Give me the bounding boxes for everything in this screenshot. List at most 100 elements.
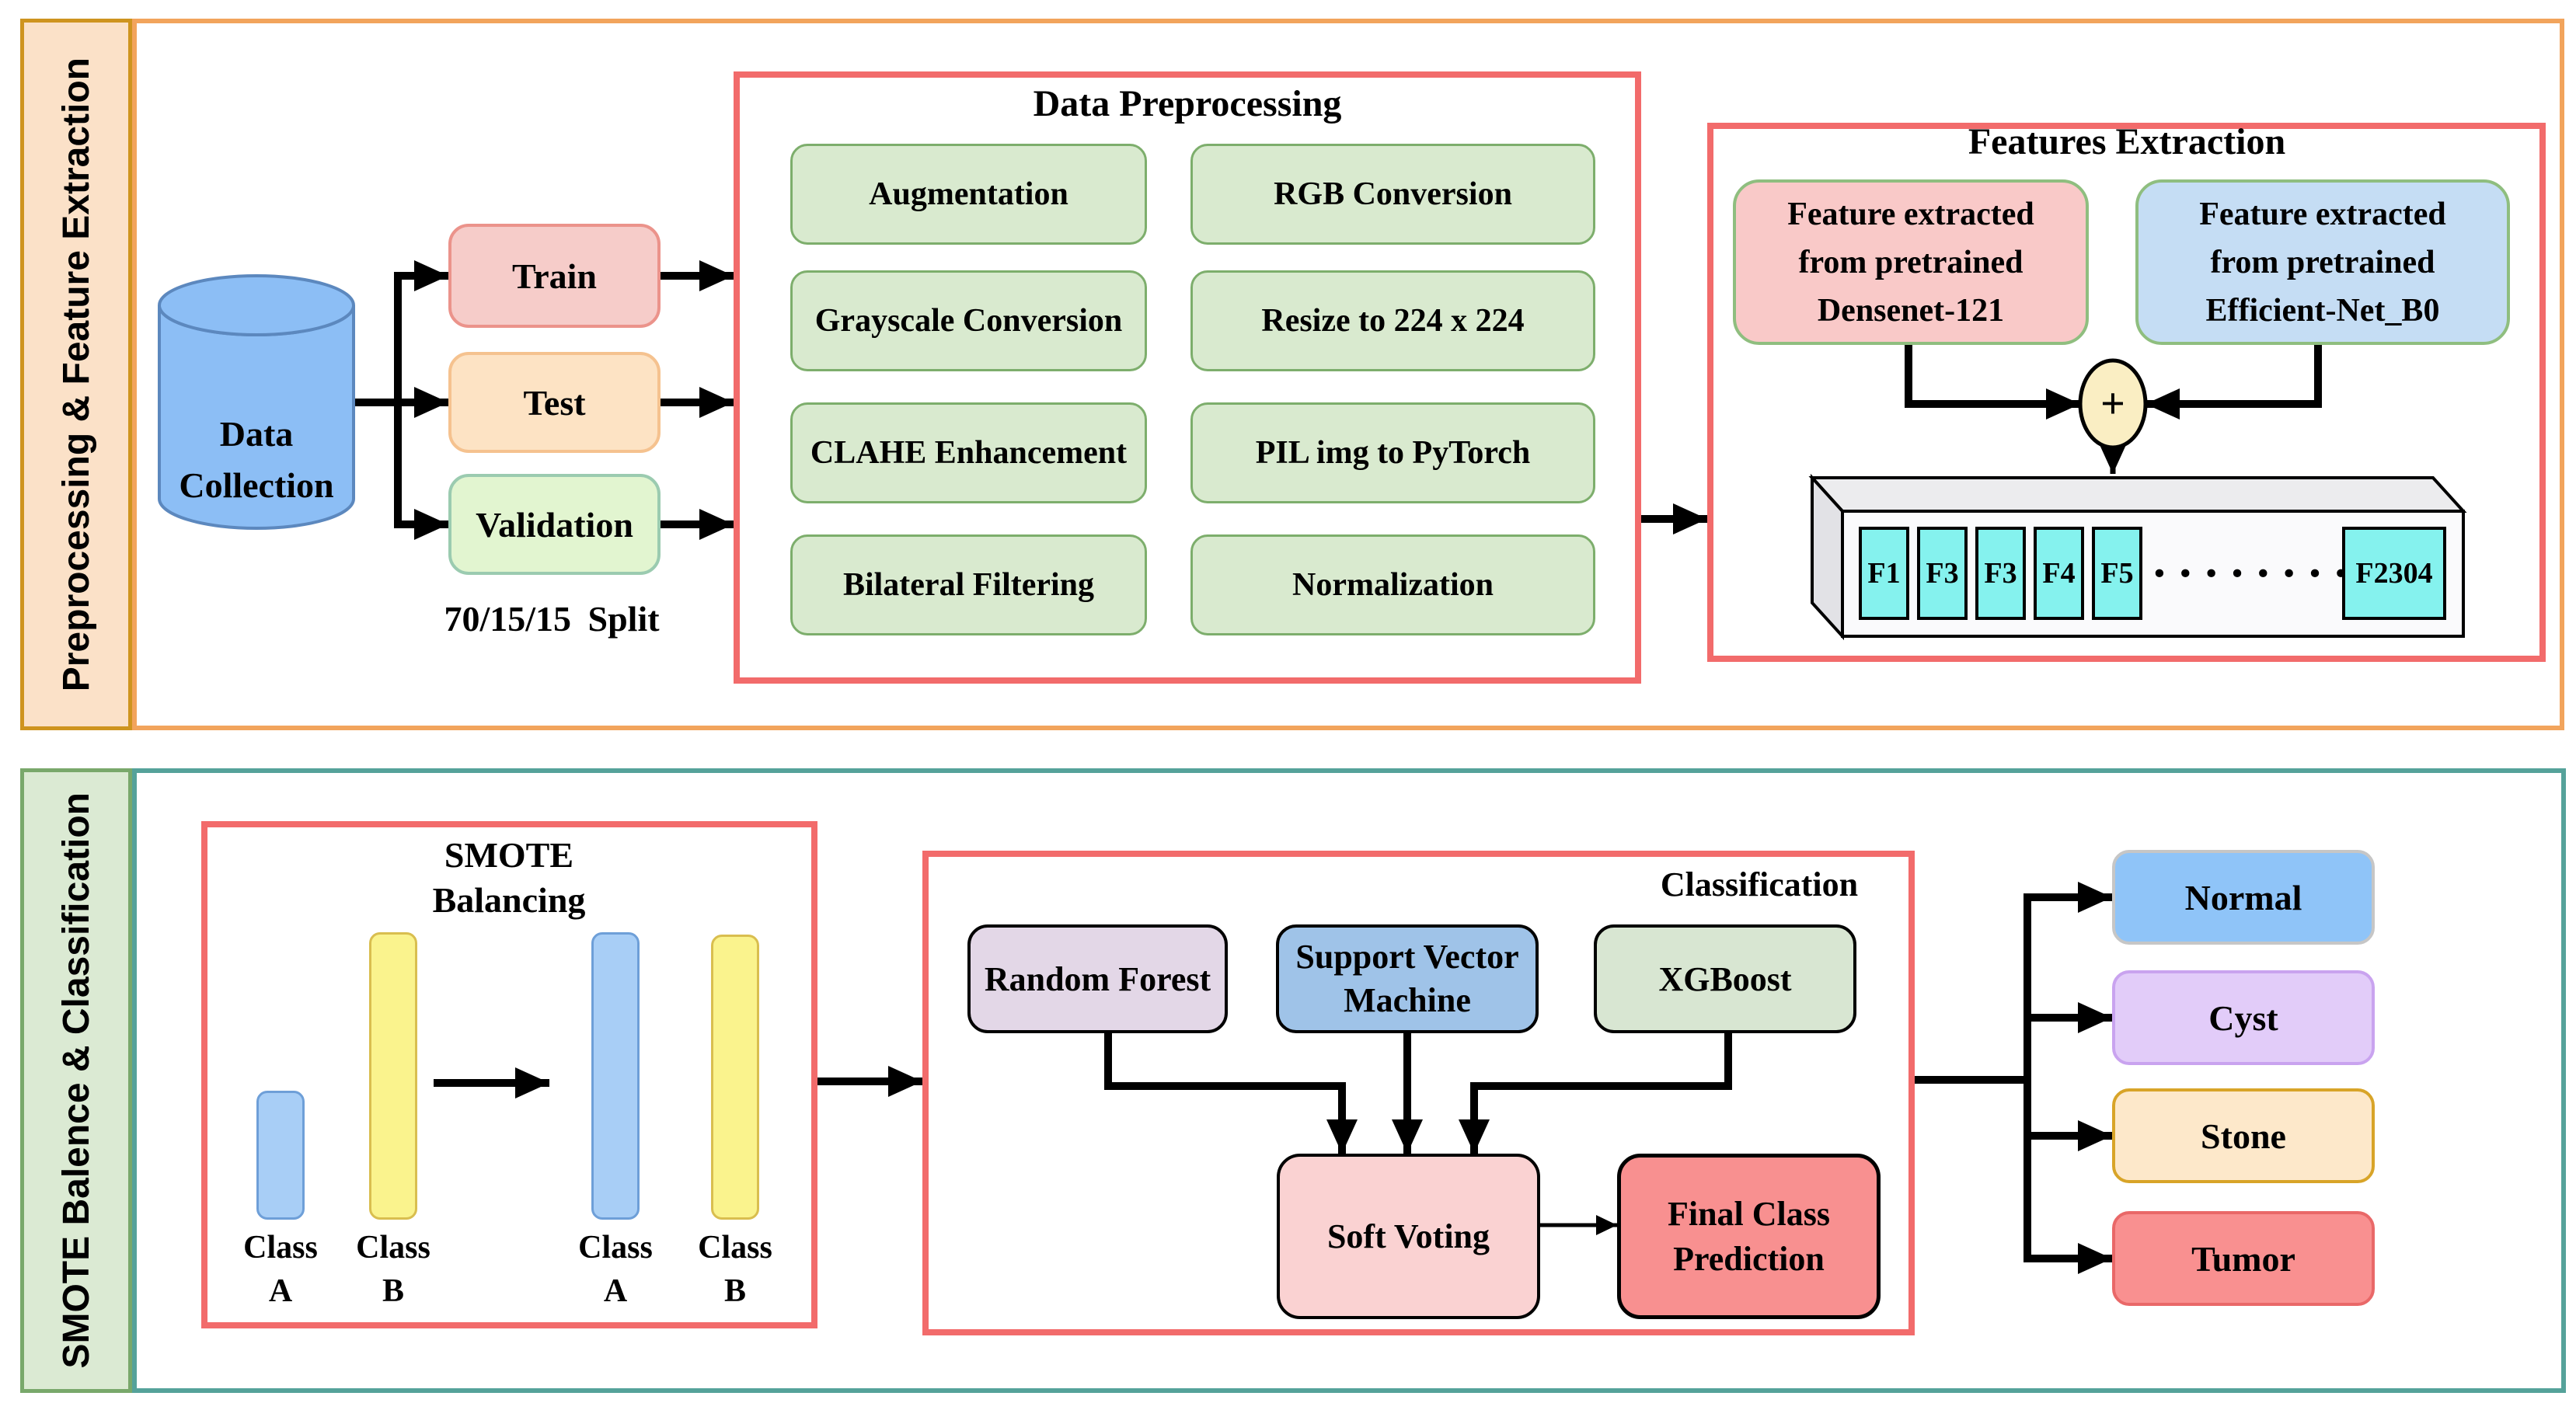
densenet-line2: from pretrained (1798, 244, 2024, 280)
efficientnet-line2: from pretrained (2210, 244, 2435, 280)
features-extraction-title: Features Extraction (1863, 120, 2391, 163)
plus-node-circle (2078, 358, 2148, 450)
test-box: Test (448, 352, 661, 453)
bar-class-a-after (591, 932, 640, 1220)
validation-box: Validation (448, 474, 661, 575)
features-extraction-title-text: Features Extraction (1968, 120, 2286, 162)
train-label: Train (511, 256, 598, 296)
efficientnet-line1: Feature extracted (2199, 196, 2446, 232)
densenet-line1: Feature extracted (1787, 196, 2034, 232)
plus-sign: + (2100, 380, 2125, 428)
smote-title-line2: Balancing (432, 880, 586, 920)
class-letter-b: B (723, 1273, 746, 1309)
top-section-sidebar: Preprocessing & Feature Extraction (20, 19, 132, 730)
xgboost-label: XGBoost (1658, 959, 1792, 998)
class-letter-b: B (382, 1273, 404, 1309)
step-normalization: Normalization (1190, 534, 1595, 635)
smote-title-line1: SMOTE (444, 835, 574, 875)
data-collection-line2: Collection (179, 465, 334, 505)
classification-title-text: Classification (1660, 865, 1859, 903)
step-normalization-label: Normalization (1292, 567, 1494, 603)
split-note: 70/15/15 Split (373, 597, 730, 640)
class-letter-a: A (603, 1273, 628, 1309)
densenet-line3: Densenet-121 (1817, 292, 2005, 329)
step-resize-label: Resize to 224 x 224 (1261, 303, 1525, 339)
class-word: Class (698, 1230, 772, 1266)
svm-line2: Machine (1344, 981, 1471, 1019)
output-normal-box: Normal (2112, 850, 2375, 945)
split-note-text: 70/15/15 Split (444, 598, 660, 639)
step-bilateral-label: Bilateral Filtering (842, 567, 1095, 603)
features-extraction-panel (1707, 123, 2546, 662)
random-forest-box: Random Forest (967, 924, 1228, 1033)
final-prediction-line2: Prediction (1673, 1239, 1825, 1278)
densenet-box: Feature extracted from pretrained Densen… (1733, 179, 2089, 345)
data-preprocessing-panel (734, 71, 1641, 684)
step-grayscale-label: Grayscale Conversion (814, 303, 1123, 339)
step-clahe: CLAHE Enhancement (790, 402, 1147, 503)
feature-vector-ellipsis: ········· (2142, 548, 2342, 598)
step-augmentation-label: Augmentation (869, 176, 1068, 212)
step-augmentation: Augmentation (790, 144, 1147, 245)
class-word: Class (243, 1230, 318, 1266)
step-grayscale: Grayscale Conversion (790, 270, 1147, 371)
bar-class-b-before (369, 932, 417, 1220)
step-resize: Resize to 224 x 224 (1190, 270, 1595, 371)
soft-voting-label: Soft Voting (1326, 1217, 1490, 1255)
efficientnet-box: Feature extracted from pretrained Effici… (2135, 179, 2510, 345)
smote-title: SMOTE Balancing (315, 833, 703, 923)
step-bilateral: Bilateral Filtering (790, 534, 1147, 635)
bar-label-class-b-after: Class B (677, 1226, 793, 1313)
feature-cell-f1: F1 (1859, 527, 1909, 620)
svm-line1: Support Vector (1295, 938, 1519, 976)
arrow-rf-to-voting (1104, 1033, 1358, 1154)
class-letter-a: A (268, 1273, 293, 1309)
feature-cell-f2304: F2304 (2342, 527, 2446, 620)
feature-cell-f4-label: F4 (2042, 557, 2076, 590)
feature-cell-f1-label: F1 (1867, 557, 1901, 590)
arrow-efficientnet-to-plus (2146, 345, 2322, 420)
data-preprocessing-title-text: Data Preprocessing (1033, 82, 1342, 124)
output-stone-box: Stone (2112, 1088, 2375, 1183)
test-label: Test (523, 382, 586, 423)
svm-box: Support Vector Machine (1276, 924, 1539, 1033)
output-cyst-box: Cyst (2112, 970, 2375, 1065)
database-cylinder-icon (158, 274, 355, 530)
final-prediction-line1: Final Class (1667, 1194, 1831, 1233)
validation-label: Validation (476, 504, 633, 545)
efficientnet-line3: Efficient-Net_B0 (2205, 292, 2440, 329)
output-cyst-label: Cyst (2208, 997, 2278, 1038)
bar-label-class-a-after: Class A (557, 1226, 674, 1313)
feature-cell-f3a-label: F3 (1926, 557, 1959, 590)
feature-cell-f3a: F3 (1917, 527, 1968, 620)
bottom-section-sidebar: SMOTE Balence & Classification (20, 768, 132, 1393)
bar-label-class-b-before: Class B (335, 1226, 451, 1313)
classification-title: Classification (1604, 865, 1915, 903)
random-forest-label: Random Forest (984, 959, 1211, 998)
class-word: Class (578, 1230, 653, 1266)
smote-panel (201, 821, 817, 1328)
final-prediction-box: Final Class Prediction (1617, 1154, 1881, 1319)
feature-cell-f5-label: F5 (2100, 557, 2134, 590)
arrow-densenet-to-plus (1905, 345, 2080, 420)
output-normal-label: Normal (2184, 877, 2302, 917)
data-collection-label: Data Collection (159, 406, 354, 514)
feature-cell-f3b: F3 (1975, 527, 2026, 620)
step-pil: PIL img to PyTorch (1190, 402, 1595, 503)
feature-cell-f5: F5 (2092, 527, 2142, 620)
top-section-frame (132, 19, 2564, 730)
train-box: Train (448, 224, 661, 328)
step-pil-label: PIL img to PyTorch (1255, 435, 1531, 471)
arrow-xgb-to-voting (1459, 1033, 1732, 1154)
bar-label-class-a-before: Class A (222, 1226, 339, 1313)
feature-cell-f4: F4 (2034, 527, 2084, 620)
feature-cell-f3b-label: F3 (1984, 557, 2017, 590)
xgboost-box: XGBoost (1594, 924, 1856, 1033)
data-preprocessing-title: Data Preprocessing (889, 81, 1486, 126)
classification-panel (922, 851, 1915, 1335)
soft-voting-box: Soft Voting (1277, 1154, 1540, 1319)
step-clahe-label: CLAHE Enhancement (810, 435, 1128, 471)
data-collection-line1: Data (219, 414, 294, 454)
step-rgb: RGB Conversion (1190, 144, 1595, 245)
